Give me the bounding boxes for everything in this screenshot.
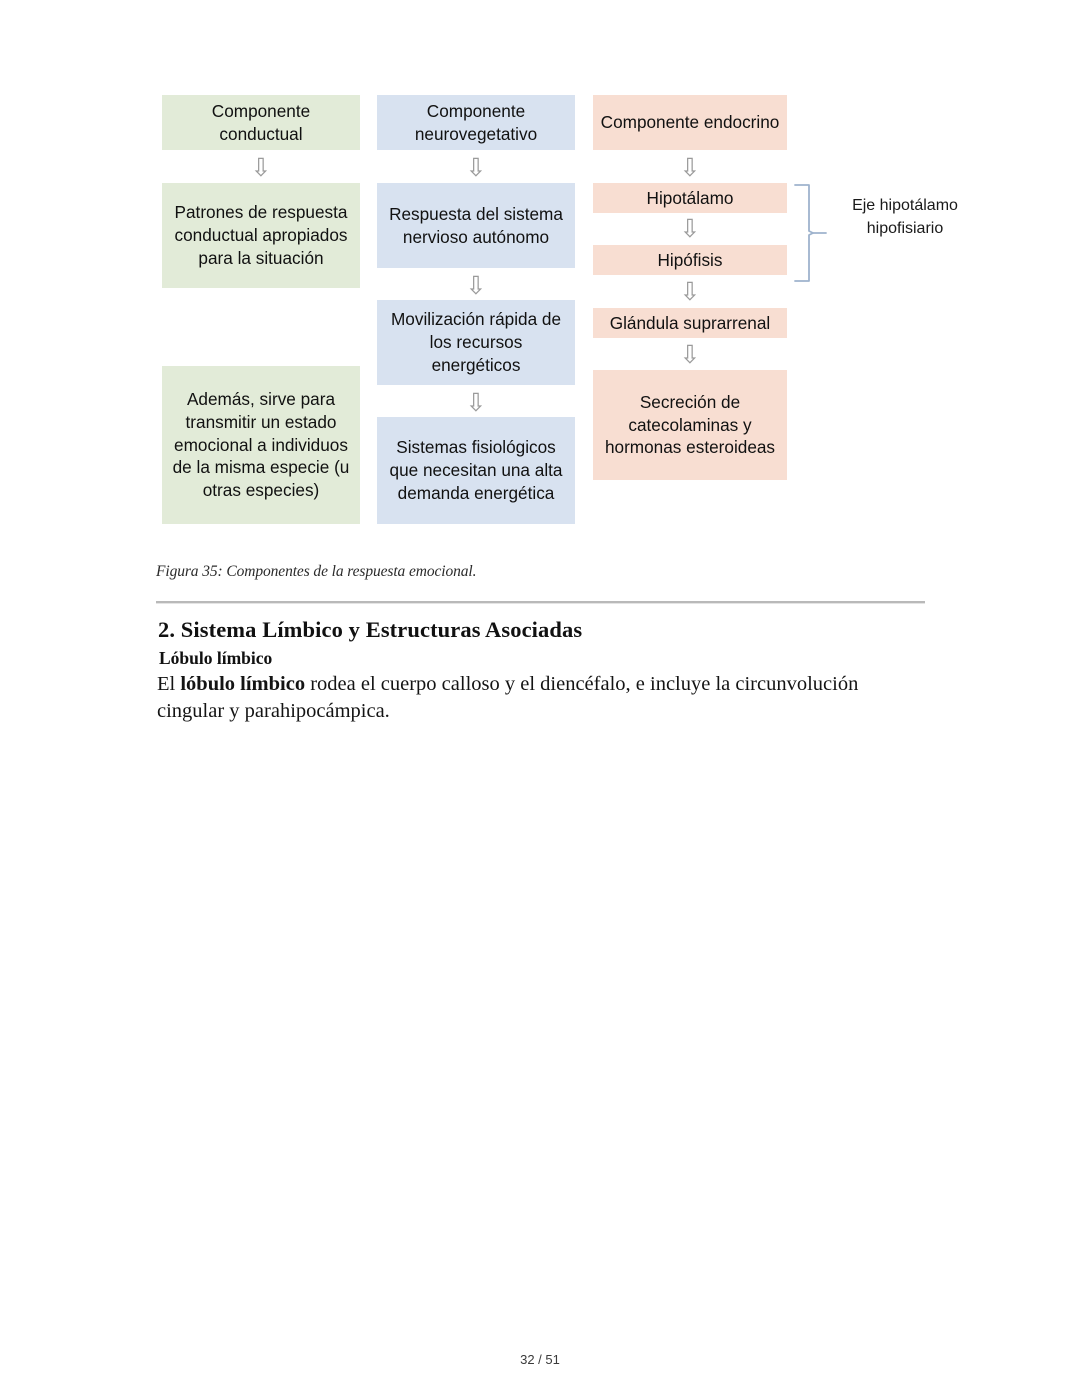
flow-box-label: Respuesta del sistema nervioso autónomo xyxy=(389,203,563,247)
flow-box-secrecion-catecolaminas: Secreción de catecolaminas y hormonas es… xyxy=(593,370,787,480)
page-indicator: 32 / 51 xyxy=(520,1352,560,1367)
flow-box-hipotalamo: Hipotálamo xyxy=(593,183,787,213)
flow-box-label: Componente neurovegetativo xyxy=(414,100,538,144)
flow-box-label: Además, sirve para transmitir un estado … xyxy=(172,389,350,501)
down-arrow-icon: ⇩ xyxy=(679,277,701,306)
flow-box-label: Componente endocrino xyxy=(600,112,780,133)
flow-box-label: Hipófisis xyxy=(657,249,723,270)
down-arrow-icon: ⇩ xyxy=(465,388,487,417)
flow-box-respuesta-sistema-nervioso: Respuesta del sistema nervioso autónomo xyxy=(377,183,575,268)
down-arrow-icon: ⇩ xyxy=(679,340,701,369)
flow-box-componente-conductual: Componente conductual xyxy=(162,95,360,150)
down-arrow-icon: ⇩ xyxy=(679,153,701,182)
paragraph-text-lead: El xyxy=(157,673,181,695)
down-arrow-icon: ⇩ xyxy=(679,214,701,243)
section-heading: 2. Sistema Límbico y Estructuras Asociad… xyxy=(158,617,583,642)
paragraph-text-tail: rodea el cuerpo calloso y el diencéfalo,… xyxy=(157,673,859,723)
flow-box-hipofisis: Hipófisis xyxy=(593,245,787,275)
flow-box-componente-neurovegetativo: Componente neurovegetativo xyxy=(377,95,575,150)
body-paragraph: El lóbulo límbico rodea el cuerpo callos… xyxy=(157,671,897,726)
down-arrow-icon: ⇩ xyxy=(250,153,272,182)
flow-box-label: Movilización rápida de los recursos ener… xyxy=(390,309,562,375)
flow-box-label: Glándula suprarrenal xyxy=(609,312,771,333)
figure-caption: Figura 35: Componentes de la respuesta e… xyxy=(156,563,477,580)
section-divider xyxy=(156,601,925,604)
flow-box-label: Componente conductual xyxy=(211,100,311,144)
axis-bracket-icon xyxy=(794,184,827,282)
paragraph-term-bold: lóbulo límbico xyxy=(180,673,306,695)
down-arrow-icon: ⇩ xyxy=(465,153,487,182)
flow-box-label: Hipotálamo xyxy=(646,187,734,208)
flow-box-label: Patrones de respuesta conductual apropia… xyxy=(174,202,348,268)
flow-box-label: Sistemas fisiológicos que necesitan una … xyxy=(389,437,563,503)
flow-box-sistemas-fisiologicos: Sistemas fisiológicos que necesitan una … xyxy=(377,417,575,524)
axis-annotation-label: Eje hipotálamo hipofisiario xyxy=(852,197,958,238)
flow-box-glandula-suprarrenal: Glándula suprarrenal xyxy=(593,308,787,338)
subsection-heading: Lóbulo límbico xyxy=(159,648,273,668)
down-arrow-icon: ⇩ xyxy=(465,271,487,300)
flow-box-patrones-respuesta: Patrones de respuesta conductual apropia… xyxy=(162,183,360,288)
flow-box-movilizacion-recursos: Movilización rápida de los recursos ener… xyxy=(377,300,575,385)
flow-box-componente-endocrino: Componente endocrino xyxy=(593,95,787,150)
flow-box-transmitir-estado-emocional: Además, sirve para transmitir un estado … xyxy=(162,366,360,524)
flow-box-label: Secreción de catecolaminas y hormonas es… xyxy=(604,391,776,458)
figure-emotional-response-diagram: Componente conductual ⇩ Patrones de resp… xyxy=(155,88,958,538)
